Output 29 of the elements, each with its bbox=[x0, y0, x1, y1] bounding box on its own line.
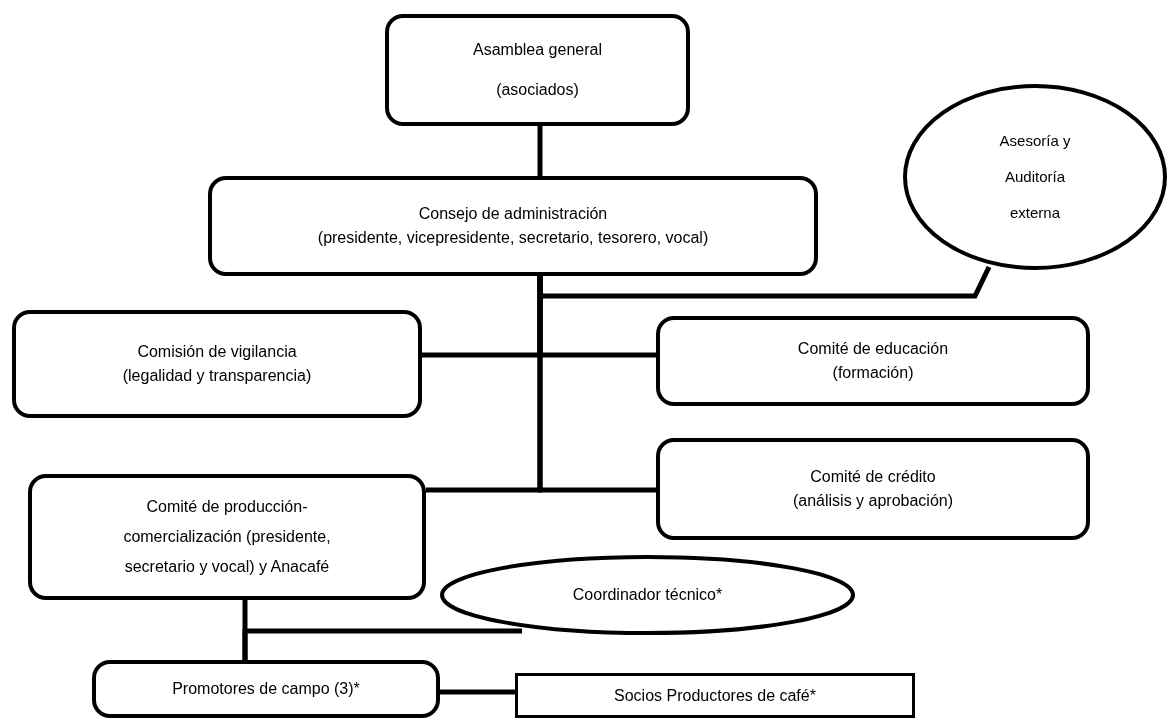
org-box bbox=[28, 474, 426, 600]
node-label: Comité de producción-comercialización (presidente, secretario y vocal) y Anacafé bbox=[122, 497, 332, 577]
node-label: Asesoría y Auditoría externa bbox=[998, 131, 1072, 223]
connector-line bbox=[440, 689, 515, 695]
node-label: Coordinador técnico* bbox=[572, 585, 723, 605]
ellipse-node bbox=[440, 555, 855, 635]
node-label: Consejo de administración bbox=[418, 204, 608, 224]
node-label: (análisis y aprobación) bbox=[792, 491, 954, 511]
org-box bbox=[515, 673, 915, 718]
connector-line bbox=[537, 265, 992, 299]
node-label: Comité de educación bbox=[797, 339, 949, 359]
node-label: (asociados) bbox=[496, 80, 579, 100]
node-label: Socios Productores de café* bbox=[614, 685, 816, 706]
node-label: Comisión de vigilancia bbox=[137, 342, 297, 362]
org-box bbox=[12, 310, 422, 418]
org-box bbox=[208, 176, 818, 276]
node-label: Comité de crédito bbox=[810, 467, 936, 487]
org-box bbox=[656, 438, 1090, 540]
node-label: (presidente, vicepresidente, secretario, tesorero, vocal) bbox=[317, 228, 709, 248]
connector-line bbox=[537, 126, 543, 176]
node-label: Promotores de campo (3)* bbox=[172, 679, 360, 699]
ellipse-node bbox=[903, 84, 1167, 270]
org-box bbox=[385, 14, 690, 126]
node-label: (legalidad y transparencia) bbox=[122, 366, 312, 386]
node-label: Asamblea general bbox=[473, 40, 602, 60]
connector-line bbox=[242, 628, 522, 660]
org-box bbox=[92, 660, 440, 718]
node-label: (formación) bbox=[832, 363, 914, 383]
org-box bbox=[656, 316, 1090, 406]
